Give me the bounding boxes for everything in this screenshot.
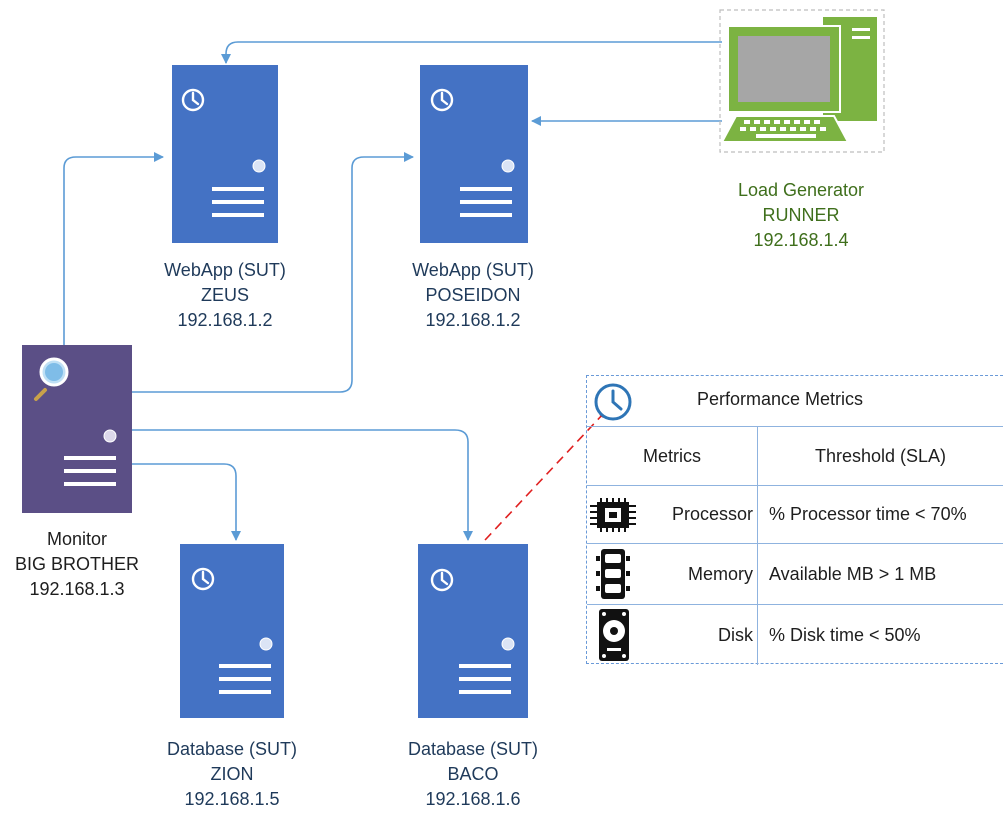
- runner-role: Load Generator: [737, 180, 865, 200]
- zeus-name: ZEUS: [200, 285, 249, 305]
- load-generator-workstation[interactable]: [719, 9, 885, 153]
- metrics-row-disk: Disk % Disk time < 50%: [587, 604, 1003, 665]
- monitor-label: Monitor BIG BROTHER 192.168.1.3: [0, 527, 154, 602]
- runner-name: RUNNER: [762, 205, 840, 225]
- monitor-to-poseidon-connector: [132, 152, 414, 393]
- zion-role: Database (SUT): [166, 739, 298, 759]
- poseidon-role: WebApp (SUT): [412, 260, 534, 280]
- monitor-role: Monitor: [46, 529, 108, 549]
- metrics-title: Performance Metrics: [697, 389, 864, 409]
- server-baco[interactable]: [418, 544, 528, 718]
- monitor-ip: 192.168.1.3: [29, 579, 125, 599]
- performance-metrics-table: Performance Metrics Metrics Threshold (S…: [586, 375, 1003, 665]
- runner-label: Load Generator RUNNER 192.168.1.4: [711, 178, 891, 253]
- monitor-to-zeus-connector: [63, 152, 164, 345]
- clock-icon: [430, 568, 454, 592]
- threshold-disk: % Disk time < 50%: [769, 624, 921, 645]
- baco-ip: 192.168.1.6: [425, 789, 521, 809]
- metrics-row-memory: Memory Available MB > 1 MB: [587, 543, 1003, 604]
- clock-icon: [191, 567, 215, 591]
- clock-icon: [181, 88, 205, 112]
- server-poseidon[interactable]: [420, 65, 528, 243]
- clock-icon: [594, 383, 632, 421]
- metric-memory: Memory: [687, 563, 753, 584]
- zion-label: Database (SUT) ZION 192.168.1.5: [142, 737, 322, 812]
- zeus-ip: 192.168.1.2: [177, 310, 273, 330]
- poseidon-name: POSEIDON: [425, 285, 521, 305]
- poseidon-label: WebApp (SUT) POSEIDON 192.168.1.2: [383, 258, 563, 333]
- power-led: [501, 637, 515, 651]
- monitor-server[interactable]: [22, 345, 132, 513]
- baco-label: Database (SUT) BACO 192.168.1.6: [383, 737, 563, 812]
- power-led: [501, 159, 515, 173]
- metrics-col-header: Metrics: [643, 445, 701, 466]
- monitor-name: BIG BROTHER: [14, 554, 139, 574]
- metrics-row-processor: Processor % Processor time < 70%: [587, 485, 1003, 543]
- zeus-role: WebApp (SUT): [164, 260, 286, 280]
- runner-to-zeus-connector: [221, 41, 722, 64]
- baco-name: BACO: [447, 764, 499, 784]
- runner-ip: 192.168.1.4: [753, 230, 849, 250]
- zion-ip: 192.168.1.5: [184, 789, 280, 809]
- poseidon-ip: 192.168.1.2: [425, 310, 521, 330]
- column-divider: [757, 426, 758, 665]
- baco-role: Database (SUT): [407, 739, 539, 759]
- drive-bays: [460, 187, 512, 217]
- server-zion[interactable]: [180, 544, 284, 718]
- clock-icon: [430, 88, 454, 112]
- drive-bays: [212, 187, 264, 217]
- power-led: [103, 429, 117, 443]
- zion-name: ZION: [210, 764, 254, 784]
- magnifier-icon: [34, 357, 69, 401]
- connectors: [63, 41, 722, 541]
- drive-bays: [219, 664, 271, 694]
- keyboard-icon: [720, 115, 850, 143]
- power-led: [259, 637, 273, 651]
- drive-bays: [459, 664, 511, 694]
- cpu-icon: [590, 498, 636, 532]
- threshold-memory: Available MB > 1 MB: [769, 563, 937, 584]
- metric-processor: Processor: [671, 504, 753, 524]
- threshold-col-header: Threshold (SLA): [814, 445, 947, 466]
- power-led: [252, 159, 266, 173]
- metrics-header-row: Metrics Threshold (SLA): [587, 426, 1003, 485]
- metrics-title-row: Performance Metrics: [587, 376, 1003, 426]
- monitor-to-zion-connector: [132, 463, 241, 541]
- monitor-to-baco-connector: [132, 429, 473, 541]
- drive-bays: [64, 456, 116, 486]
- zeus-label: WebApp (SUT) ZEUS 192.168.1.2: [135, 258, 315, 333]
- metric-disk: Disk: [718, 624, 753, 645]
- server-zeus[interactable]: [172, 65, 278, 243]
- disk-icon: [599, 609, 629, 661]
- threshold-processor: % Processor time < 70%: [769, 504, 967, 524]
- memory-icon: [596, 549, 630, 599]
